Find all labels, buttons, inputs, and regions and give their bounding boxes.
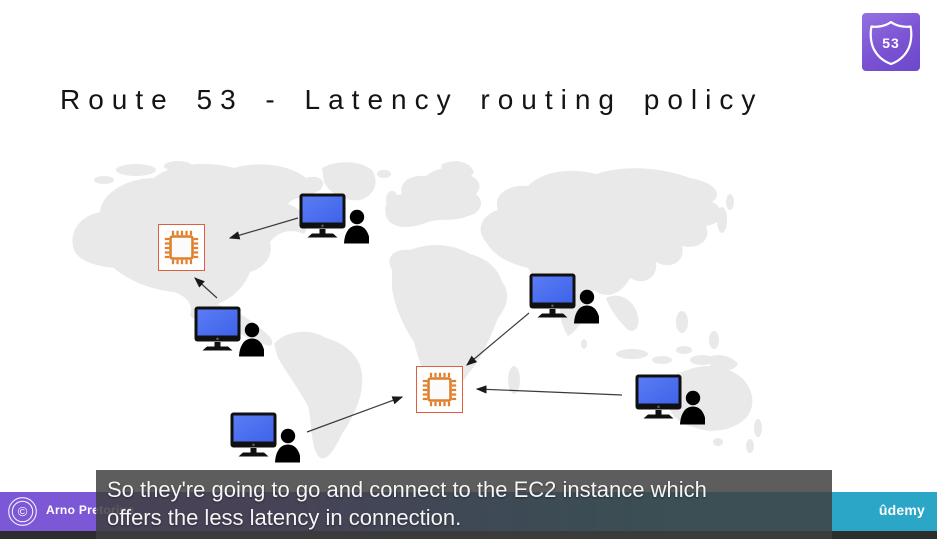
chip-glyph	[422, 372, 457, 407]
copyright-symbol: ©	[18, 504, 28, 519]
udemy-logo: ûdemy	[878, 502, 925, 518]
user-computer-icon-5	[635, 374, 705, 432]
ec2-chip-icon-africa	[416, 366, 463, 413]
chip-glyph	[164, 230, 199, 265]
page-title: Route 53 - Latency routing policy	[60, 84, 764, 115]
route53-shield-graphic: 53	[869, 20, 913, 66]
user-computer-icon-1	[299, 193, 369, 251]
copyright-roundel-icon: ©	[8, 497, 37, 526]
user-computer-icon-3	[230, 412, 300, 470]
subtitle-caption: So they're going to go and connect to th…	[96, 470, 832, 539]
user-computer-icon-2	[194, 306, 264, 364]
user-computer-icon-4	[529, 273, 599, 331]
ec2-chip-icon-north-america	[158, 224, 205, 271]
caption-line-2: offers the less latency in connection.	[107, 505, 462, 530]
caption-line-1: So they're going to go and connect to th…	[107, 477, 707, 502]
route53-shield-icon: 53	[862, 13, 920, 71]
route53-badge-number: 53	[882, 35, 900, 51]
